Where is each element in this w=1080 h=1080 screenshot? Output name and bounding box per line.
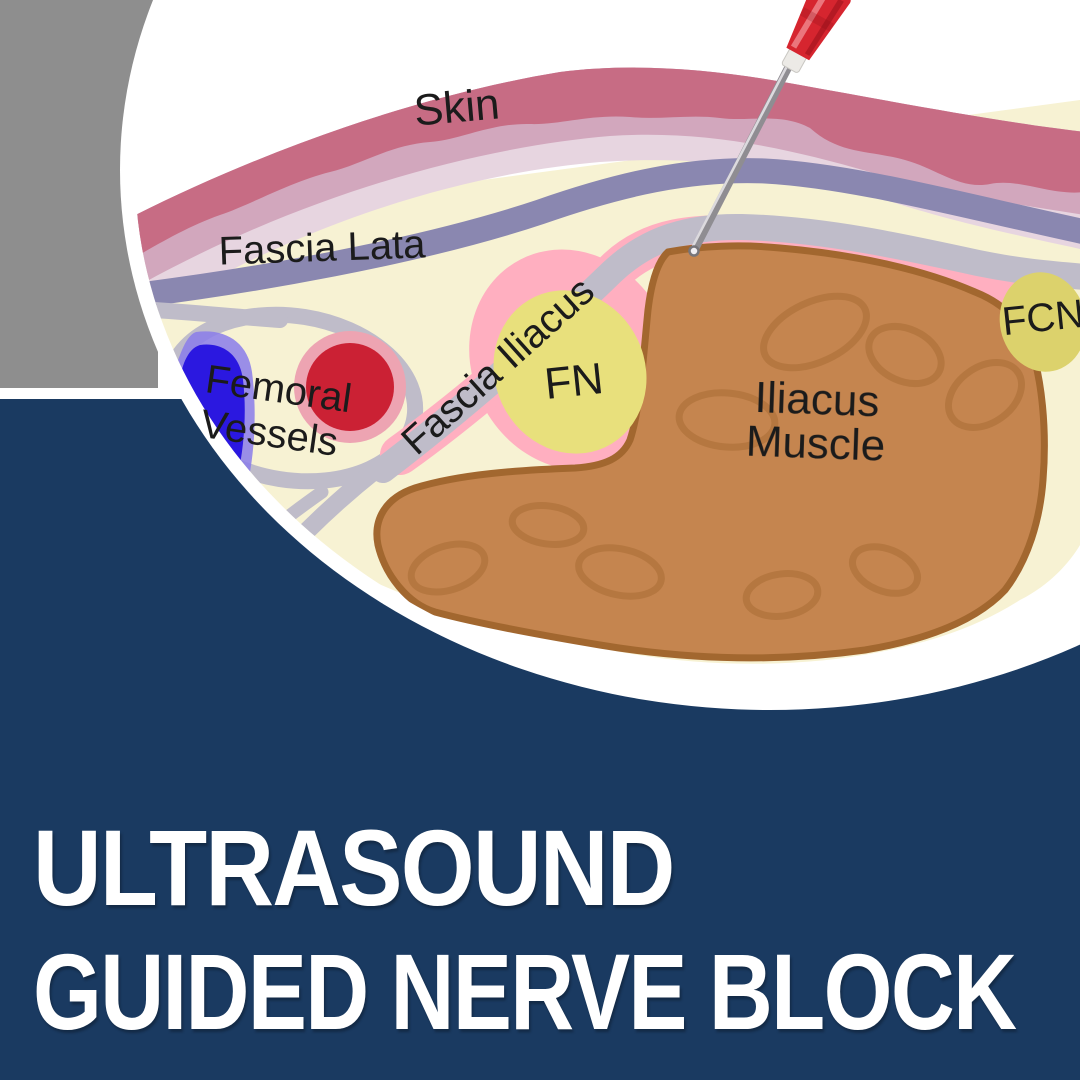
title-line-2: GUIDED NERVE BLOCK (33, 931, 1017, 1052)
needle-hub (786, 0, 851, 61)
femoral-artery (306, 343, 394, 431)
fcn-nerve-blob (999, 272, 1080, 372)
label-muscle-line2: Muscle (745, 417, 886, 471)
iliacus-muscle (373, 242, 1048, 662)
skin-layer-dark (135, 67, 1080, 272)
needle-hub-facet (799, 7, 834, 32)
label-iliacus-line1: Iliacus (754, 373, 880, 426)
needle-tip-opening (688, 245, 700, 257)
label-iliacus-muscle: Iliacus Muscle (745, 373, 886, 471)
needle-shaft (691, 64, 793, 251)
title-line-1: ULTRASOUND (33, 807, 675, 928)
needle-hub-shade (804, 0, 844, 56)
label-fn: FN (542, 354, 605, 409)
label-fascia-lata: Fascia Lata (218, 222, 427, 273)
label-fcn: FCN (1000, 292, 1080, 344)
needle (688, 0, 851, 257)
fascia-lata-band (135, 158, 1080, 311)
needle-shaft-highlight (691, 65, 789, 247)
title-block: ULTRASOUND GUIDED NERVE BLOCK (33, 806, 1080, 1054)
muscle-fascicle-texture (407, 292, 1025, 620)
femoral-nerve-blob (493, 290, 647, 454)
label-skin: Skin (412, 79, 502, 135)
anatomy-content (135, 67, 1080, 664)
needle-hub-highlight (790, 0, 829, 49)
